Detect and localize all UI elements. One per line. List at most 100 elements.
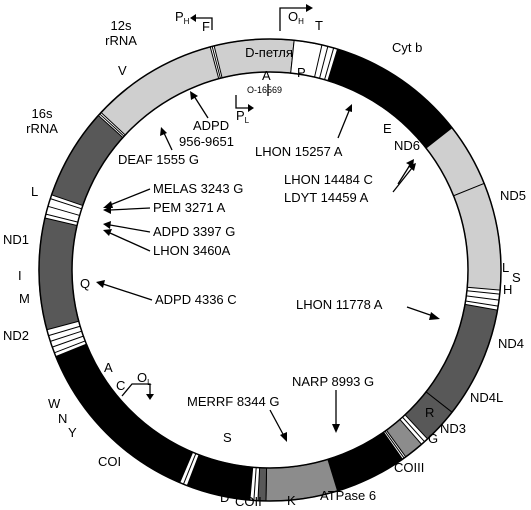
ol-origin-arrow [121,383,151,397]
mutation-merrf-8344: MERRF 8344 G [187,394,279,409]
trna-h: H [503,282,512,297]
trna-l1: L [31,184,38,199]
mutation-pem-3271: PEM 3271 A [153,200,226,215]
pl-arrowhead-icon [248,104,254,112]
label-nd2: ND2 [3,328,29,343]
trna-a: A [104,360,113,375]
trna-tick-6 [384,430,405,459]
segment-nd5 [452,182,502,291]
arrowhead-adpd-956-icon [190,91,198,100]
mutation-melas-3243: MELAS 3243 G [153,181,243,196]
label-cytb: Cyt b [392,40,422,55]
arrow-adpd-3397 [109,224,151,233]
trna-tick-0 [324,47,335,80]
trna-d: D [220,490,229,505]
arrowhead-deaf-icon [160,127,167,136]
arrow-pem [109,207,151,211]
trna-c: C [116,378,125,393]
arrow-lhon-14484 [397,164,411,185]
trna-ticks [45,46,500,501]
trna-y: Y [68,425,77,440]
oh-origin-arrow [279,7,306,31]
arrow-adpd-4336 [102,283,153,301]
label-nd4: ND4 [498,336,524,351]
ol-arrowhead-icon [146,394,154,400]
arrowhead-narp-icon [332,424,340,433]
trna-tick-14 [47,205,80,216]
trna-m: M [19,291,30,306]
mutation-adpd-3397: ADPD 3397 G [153,224,235,239]
trna-tick-17 [211,46,221,79]
outer-ring [38,38,502,502]
mutation-ldyt-14459: LDYT 14459 A [284,190,369,205]
trna-tick-13 [45,213,79,223]
trna-v: V [118,63,127,78]
trna-tick-3 [466,295,500,301]
trna-tick-5 [402,416,425,443]
ph-promoter-arrow [196,17,213,30]
ph-arrowhead-icon [190,14,196,22]
mutation-lhon-14484: LHON 14484 C [284,172,373,187]
label-nd1: ND1 [3,232,29,247]
trna-w: W [48,396,61,411]
arrow-melas [109,188,151,206]
trna-g: G [428,431,438,446]
mutation-deaf-1555: DEAF 1555 G [118,152,199,167]
trna-i: I [18,268,22,283]
ol-label: OL [137,370,152,387]
trna-tick-9 [54,340,86,354]
arrowhead-lhon-11778-icon [429,312,440,320]
segment-coiii [327,431,404,492]
arrow-deaf [163,132,173,151]
origin-label: O-16569 [247,85,282,95]
label-nd6: ND6 [394,138,420,153]
pl-promoter-arrow [235,95,248,109]
oh-arrowhead-icon [306,4,313,12]
trna-tick-2 [466,290,500,295]
arrow-lhon-3460 [109,232,151,252]
trna-tick-4 [465,300,499,307]
trna-p: P [297,65,306,80]
mutation-narp-8993: NARP 8993 G [292,374,374,389]
mutation-lhon-3460: LHON 3460A [153,243,231,258]
label-nd3: ND3 [440,421,466,436]
mutation-lhon-11778: LHON 11778 A [296,297,383,312]
arrowhead-adpd-3397-icon [103,221,111,229]
mutation-adpd-4336: ADPD 4336 C [155,292,237,307]
trna-n: N [58,411,67,426]
arrowhead-pem-icon [103,206,111,214]
trna-tick-8 [183,453,197,485]
arrow-lhon-15257 [337,110,350,139]
label-atpase6: ATPase 6 [320,488,376,503]
arrowhead-merrf-icon [280,432,287,442]
label-coiii: COIII [394,460,424,475]
label-nd4l: ND4L [470,390,503,405]
segment-dloop [290,39,323,78]
trna-tick-12 [48,325,81,337]
trna-l2: L [502,260,509,275]
ph-label: PH [175,9,190,26]
arrowhead-ldyt-14459-icon [408,163,416,171]
segment-coi [55,343,194,484]
label-dloop: D-петля [245,45,293,60]
trna-tick-10 [52,335,84,348]
label-nd5: ND5 [500,188,526,203]
trna-e: E [383,121,392,136]
trna-q: Q [80,276,90,291]
mutation-adpd-956-position: 956-9651 [179,134,234,149]
trna-tick-15 [50,198,82,210]
mutation-adpd-956: ADPD [193,118,229,133]
trna-s2: S [223,430,232,445]
trna-r: R [425,405,434,420]
arrowhead-melas-icon [103,201,113,208]
arrowhead-adpd-4336-icon [96,280,105,288]
trna-k: K [287,493,296,508]
trna-tick-16 [99,113,125,137]
trna-f: F [202,19,210,34]
trna-t: T [315,18,323,33]
arrowhead-lhon-15257-icon [345,104,352,112]
arrow-ldyt-14459 [392,167,413,193]
